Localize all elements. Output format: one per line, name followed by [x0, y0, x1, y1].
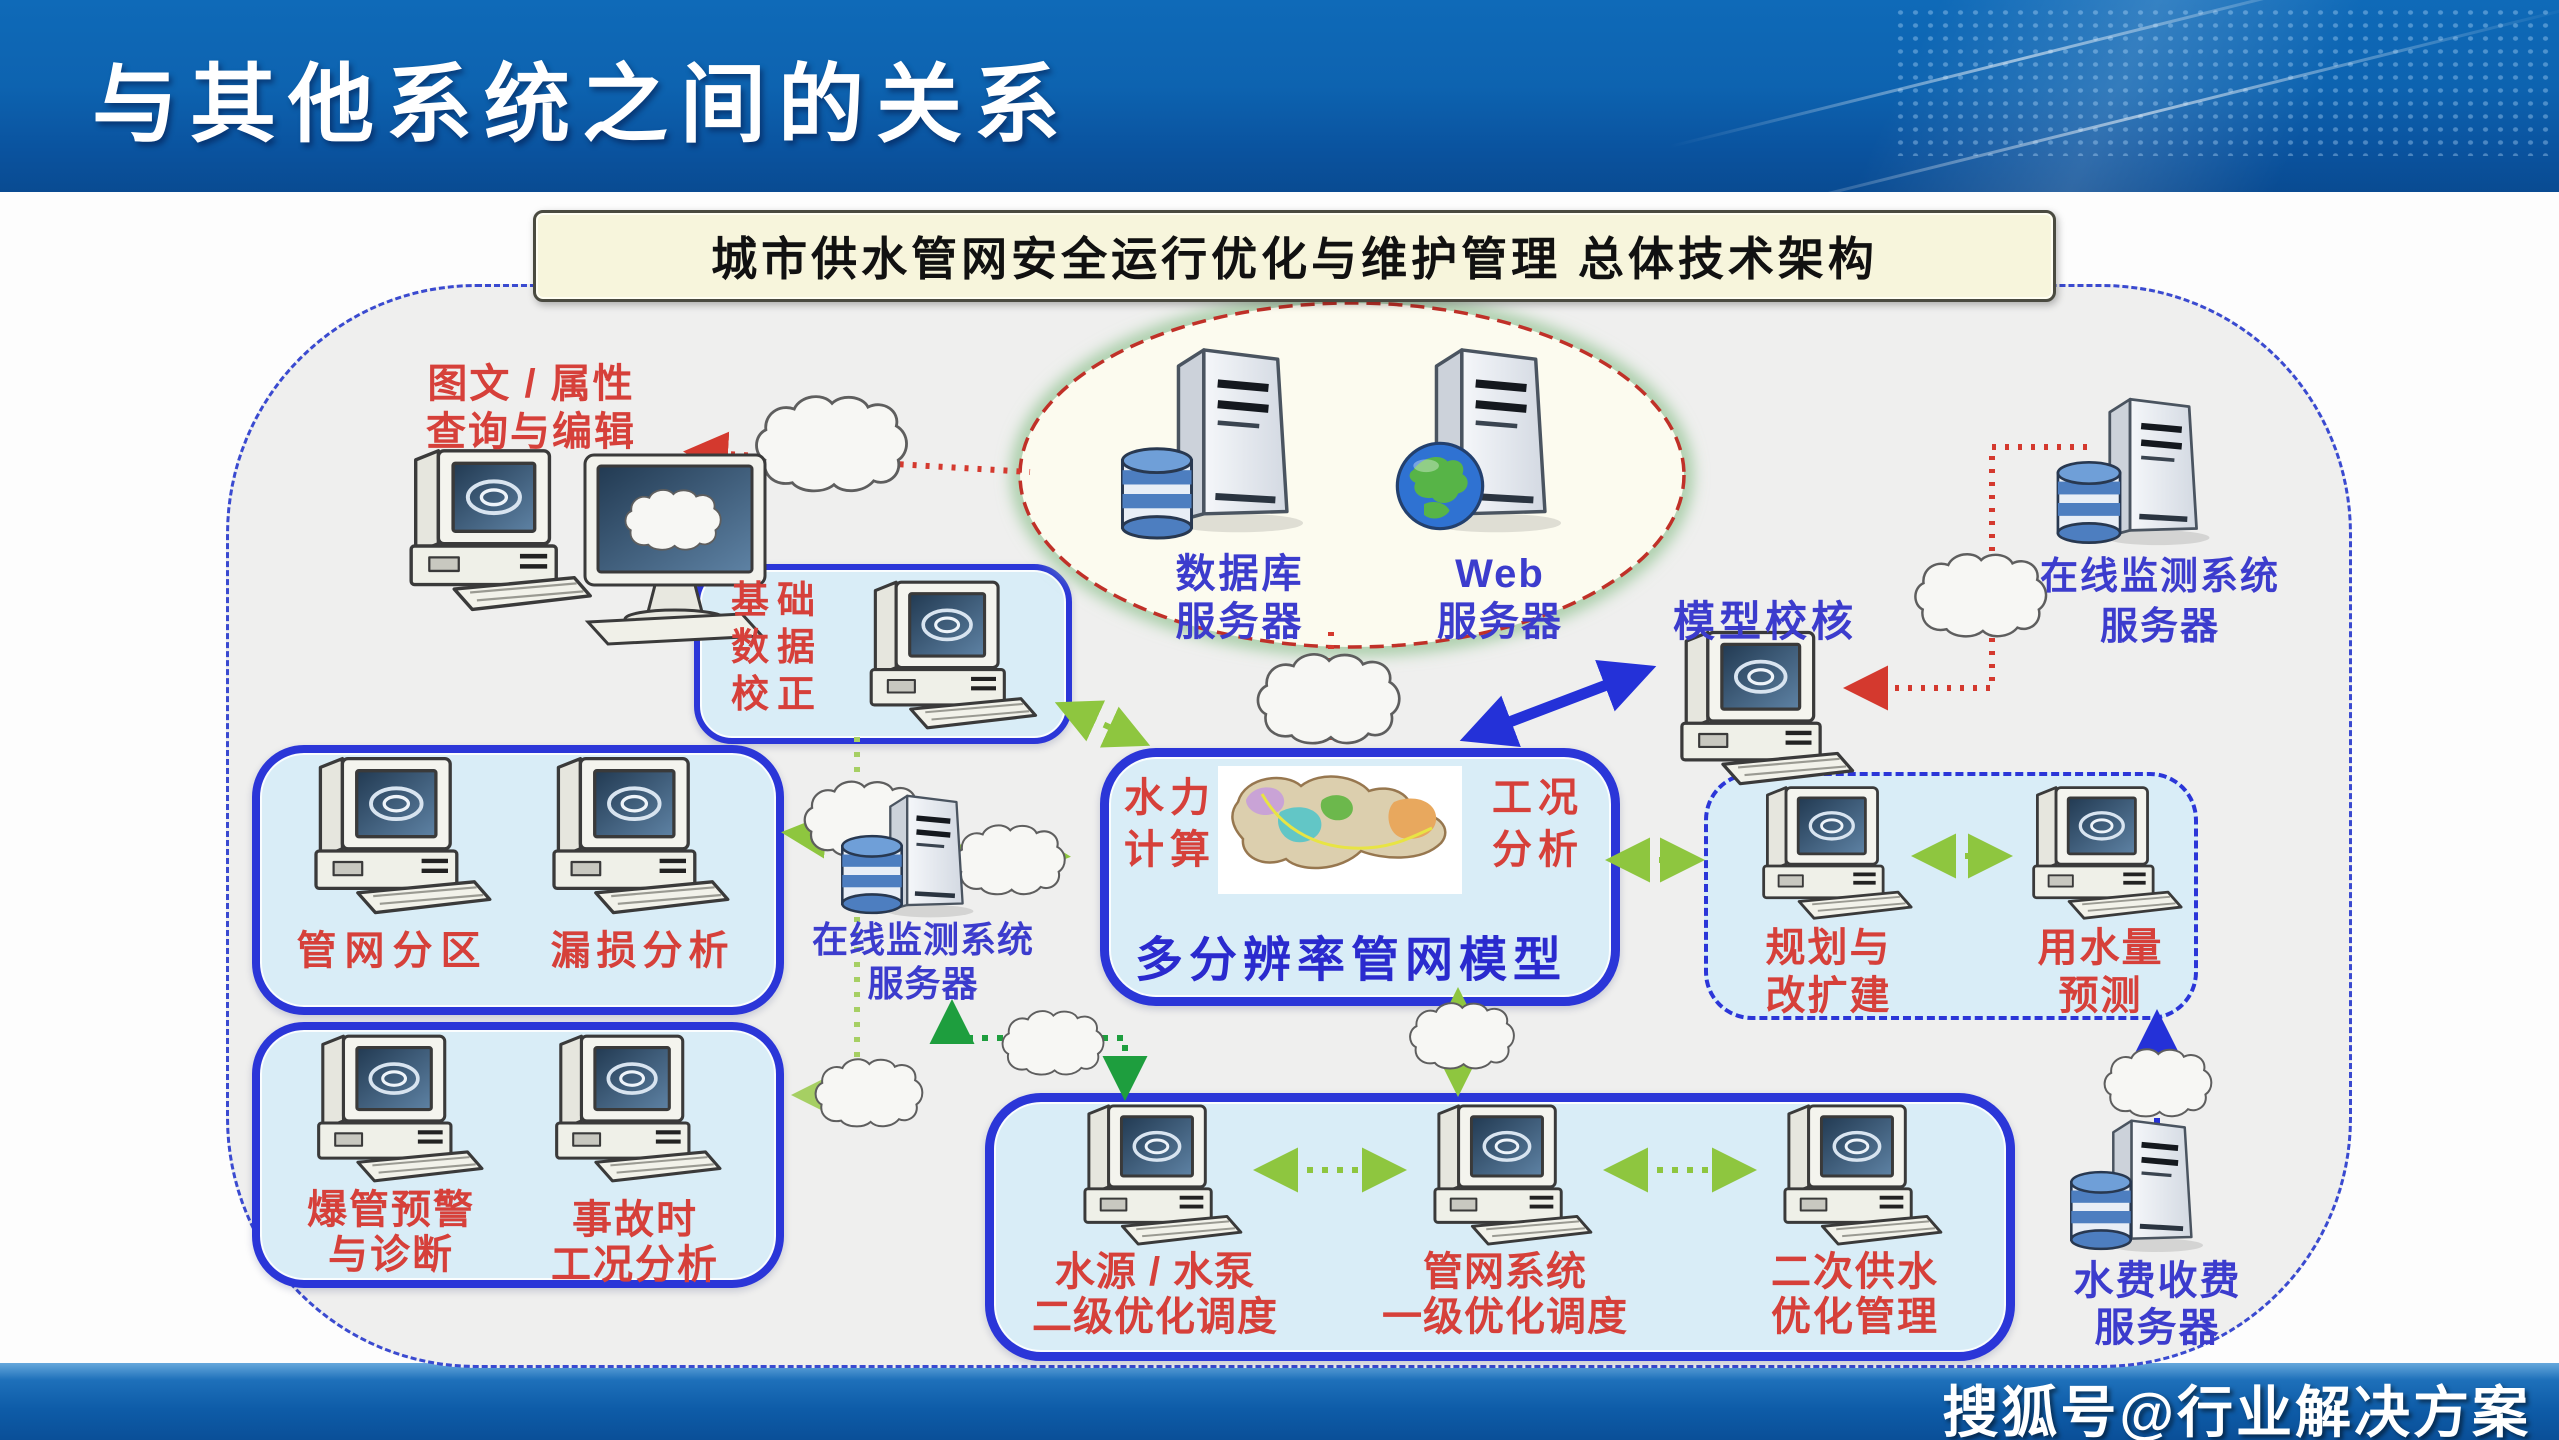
world-map-texture — [1893, 6, 2553, 156]
leak-analysis-label: 漏损分析 — [550, 929, 735, 973]
hydraulic-calc-label: 水力 计算 — [1124, 776, 1216, 872]
diagram-title: 城市供水管网安全运行优化与维护管理 总体技术架构 — [711, 233, 1878, 285]
secondary-supply-label: 二次供水 优化管理 — [1771, 1250, 1939, 1339]
source-pump-label: 水源 / 水泵 二级优化调度 — [1032, 1250, 1278, 1339]
slide-title: 与其他系统之间的关系 — [92, 57, 1072, 153]
model-name-label: 多分辨率管网模型 — [1134, 934, 1567, 987]
diagram-title-box: 城市供水管网安全运行优化与维护管理 总体技术架构 — [533, 210, 2056, 302]
online-monitor-top-label: 在线监测系统 服务器 — [2039, 556, 2280, 648]
network-dispatch-label: 管网系统 一级优化调度 — [1382, 1250, 1628, 1339]
graphic-query-label: 图文 / 属性 查询与编辑 — [426, 362, 636, 454]
water-forecast-label: 用水量 预测 — [2037, 926, 2164, 1018]
working-condition-label: 工况 分析 — [1492, 776, 1584, 872]
model-check-label: 模型校核 — [1672, 598, 1857, 645]
footer-band — [0, 1363, 2559, 1440]
db-server-label: 数据库 服务器 — [1175, 552, 1305, 644]
web-server-label: Web 服务器 — [1437, 552, 1563, 644]
planning-label: 规划与 改扩建 — [1765, 926, 1892, 1018]
watermark: 搜狐号@行业解决方案 — [1942, 1381, 2531, 1440]
header-band: 与其他系统之间的关系 — [0, 0, 2559, 224]
base-data-label: 基础 数据 校正 — [730, 580, 823, 716]
fee-server-label: 水费收费 服务器 — [2073, 1259, 2242, 1350]
accident-condition-label: 事故时 工况分析 — [551, 1198, 719, 1287]
burst-warning-label: 爆管预警 与诊断 — [307, 1188, 475, 1277]
pipe-partition-label: 管网分区 — [296, 929, 489, 973]
online-monitor-mid-label: 在线监测系统 服务器 — [811, 919, 1034, 1004]
